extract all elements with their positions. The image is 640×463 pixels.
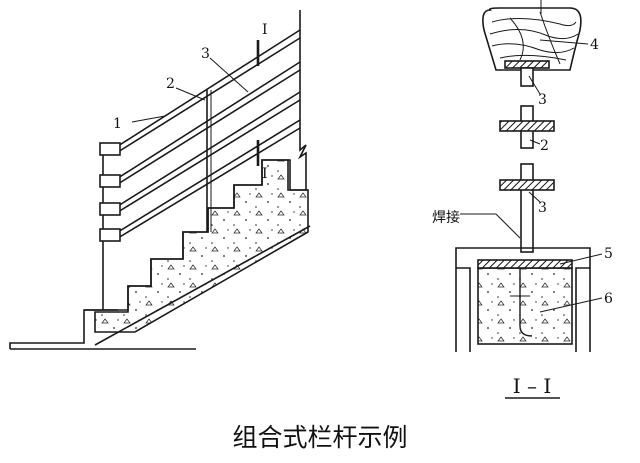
callout-1: 1 (113, 116, 122, 132)
stair-section (94, 159, 309, 333)
wood-grain (489, 11, 579, 65)
weld-label: 焊接 (432, 209, 460, 226)
base-curb (456, 267, 590, 352)
leader-2r (529, 139, 541, 145)
rod-top (520, 67, 534, 87)
step-profile (84, 159, 308, 311)
callout-5: 5 (604, 246, 613, 262)
plate-mid (499, 120, 555, 132)
section-mark-top: I (262, 22, 268, 38)
concrete-base (477, 267, 573, 345)
leader-2 (175, 87, 206, 101)
figure-caption: 组合式栏杆示例 (232, 423, 407, 452)
callout-3-top: 3 (538, 92, 547, 108)
section-mark-bottom: I (262, 166, 268, 182)
callout-4: 4 (590, 37, 599, 53)
leader-weld (495, 213, 521, 239)
break-line (297, 10, 307, 190)
rod-low (520, 163, 534, 253)
leader-5 (559, 253, 603, 265)
leader-3b (528, 191, 541, 203)
leader-1 (131, 115, 166, 123)
plate-low (499, 179, 555, 191)
base-outline (455, 247, 591, 352)
callout-2: 2 (166, 76, 175, 92)
callout-6: 6 (604, 291, 613, 307)
rail-bars (99, 29, 301, 242)
section-detail (455, 0, 603, 399)
leader-6 (539, 297, 603, 313)
callout-3: 3 (201, 46, 210, 62)
section-title: I – I (513, 374, 552, 398)
embed-plate (477, 259, 573, 269)
leader-4 (539, 39, 589, 45)
leader-3 (209, 57, 249, 93)
callout-3-low: 3 (538, 200, 547, 216)
leader-3a (528, 75, 541, 95)
stair-soffit (94, 225, 311, 346)
anchor-bar (519, 268, 533, 337)
stair-elevation (9, 10, 311, 350)
flat-bar-top (504, 60, 550, 69)
callout-2-right: 2 (540, 138, 549, 154)
